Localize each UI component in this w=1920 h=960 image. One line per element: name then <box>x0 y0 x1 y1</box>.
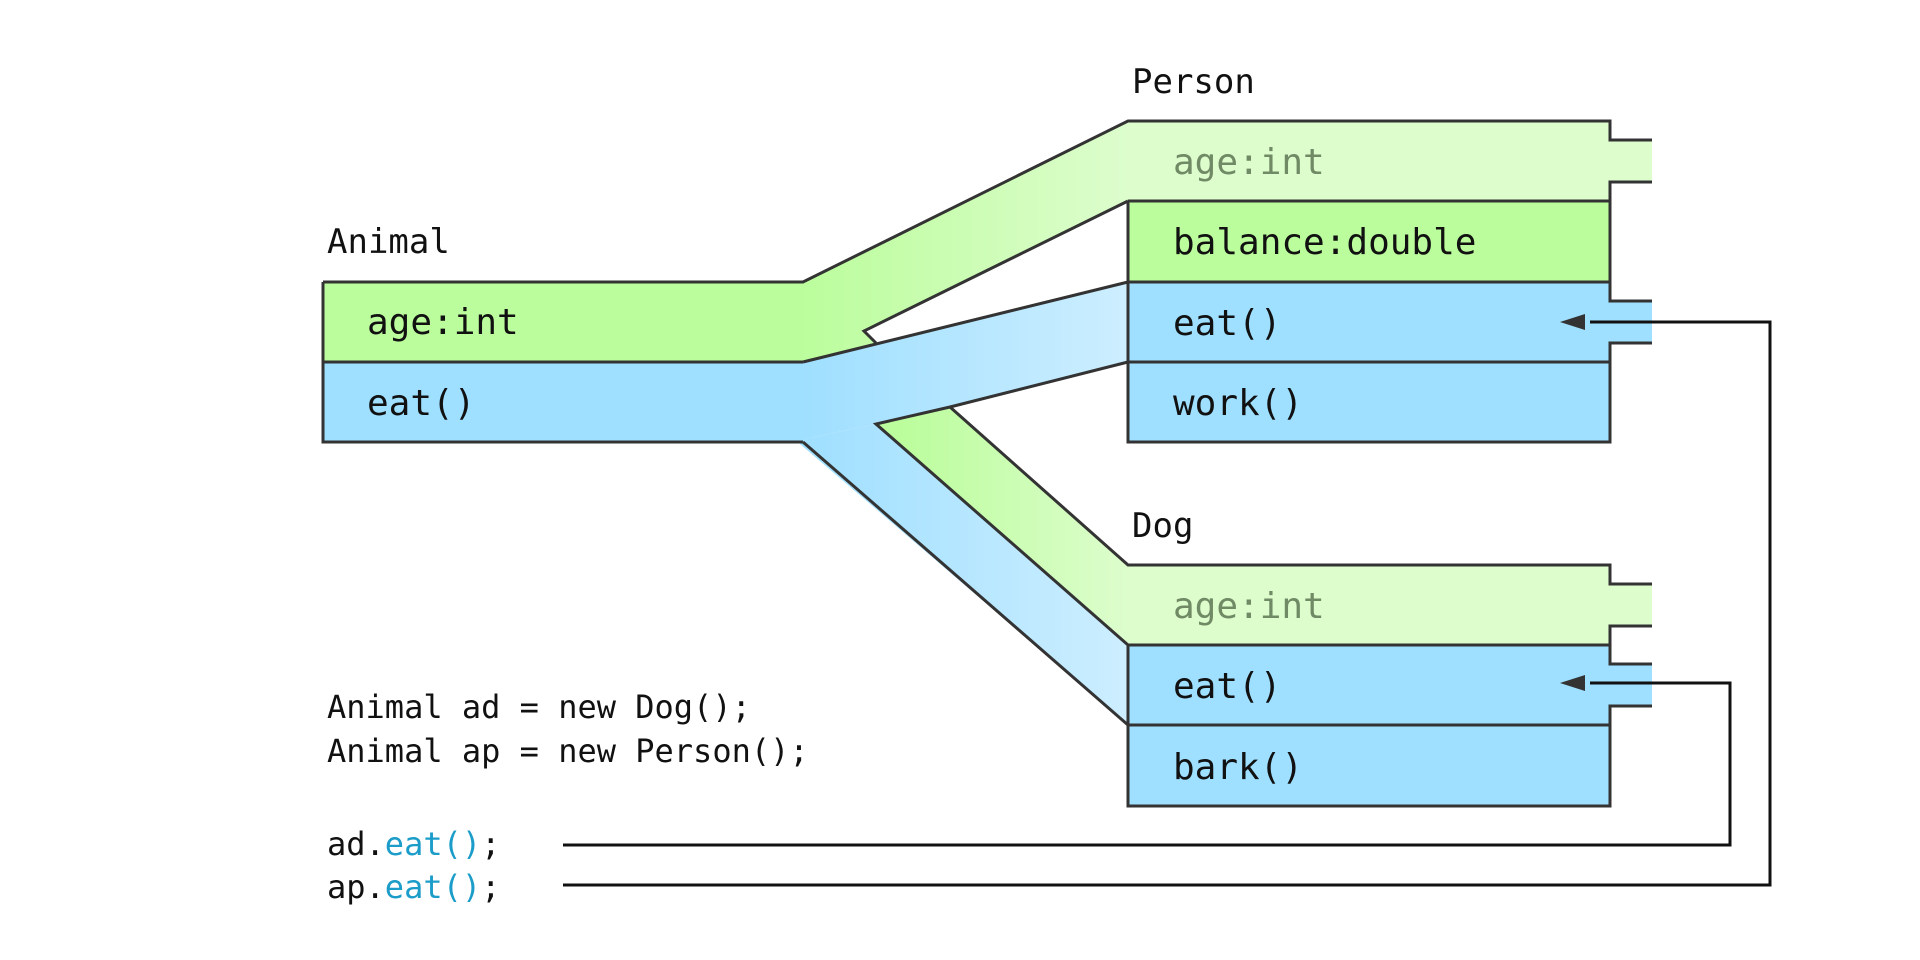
dog-age-tab <box>1608 584 1652 626</box>
animal-method-eat-box <box>323 362 803 442</box>
person-field-age-box <box>1128 121 1610 201</box>
dog-method-bark: bark() <box>1173 747 1303 788</box>
dog-method-eat-box <box>1128 645 1610 725</box>
ribbon-eat-person-edges <box>802 280 1129 647</box>
person-outline <box>1126 180 1652 444</box>
dog-class-title: Dog <box>1132 506 1193 546</box>
dog-field-age: age:int <box>1173 586 1325 627</box>
dog-method-eat: eat() <box>1173 666 1281 707</box>
person-field-balance: balance:double <box>1173 222 1476 263</box>
person-class-title: Person <box>1132 62 1255 102</box>
dispatch-arrowhead-dog-eat <box>1560 675 1585 691</box>
ribbon-age-to-person <box>800 121 1130 362</box>
code-decl-dog: Animal ad = new Dog(); <box>327 688 751 726</box>
ribbon-eat-to-person <box>800 282 1130 440</box>
person-field-balance-box <box>1128 201 1610 282</box>
ribbon-dog-lower-edge <box>802 440 1129 727</box>
ribbon-top-inner-edge <box>861 199 1129 345</box>
dog-outline <box>1126 624 1652 808</box>
person-method-eat: eat() <box>1173 303 1281 344</box>
ribbon-dog-upper-edge <box>949 405 1652 586</box>
dispatch-line-dog-eat <box>563 681 1732 847</box>
animal-method-eat: eat() <box>367 383 475 424</box>
dispatch-arrowhead-person-eat <box>1560 314 1585 330</box>
person-method-eat-box <box>1128 282 1610 362</box>
person-field-age: age:int <box>1173 142 1325 183</box>
dispatch-line-person-eat <box>563 320 1772 887</box>
person-age-tab <box>1608 140 1652 182</box>
animal-class-title: Animal <box>327 222 450 262</box>
person-method-work: work() <box>1173 383 1303 424</box>
code-call-dog: ad.eat(); <box>327 825 500 863</box>
code-call-person: ap.eat(); <box>327 868 500 906</box>
animal-field-age-box <box>323 282 803 362</box>
ribbon-eat-to-dog <box>800 424 1130 725</box>
code-decl-person: Animal ap = new Person(); <box>327 732 809 770</box>
dog-method-bark-box <box>1128 725 1610 806</box>
dog-eat-tab <box>1608 664 1652 706</box>
person-method-work-box <box>1128 362 1610 442</box>
dog-field-age-box <box>1128 565 1610 645</box>
animal-outline <box>321 119 1652 444</box>
ribbon-age-to-dog <box>876 407 1130 645</box>
animal-field-age: age:int <box>367 302 519 343</box>
